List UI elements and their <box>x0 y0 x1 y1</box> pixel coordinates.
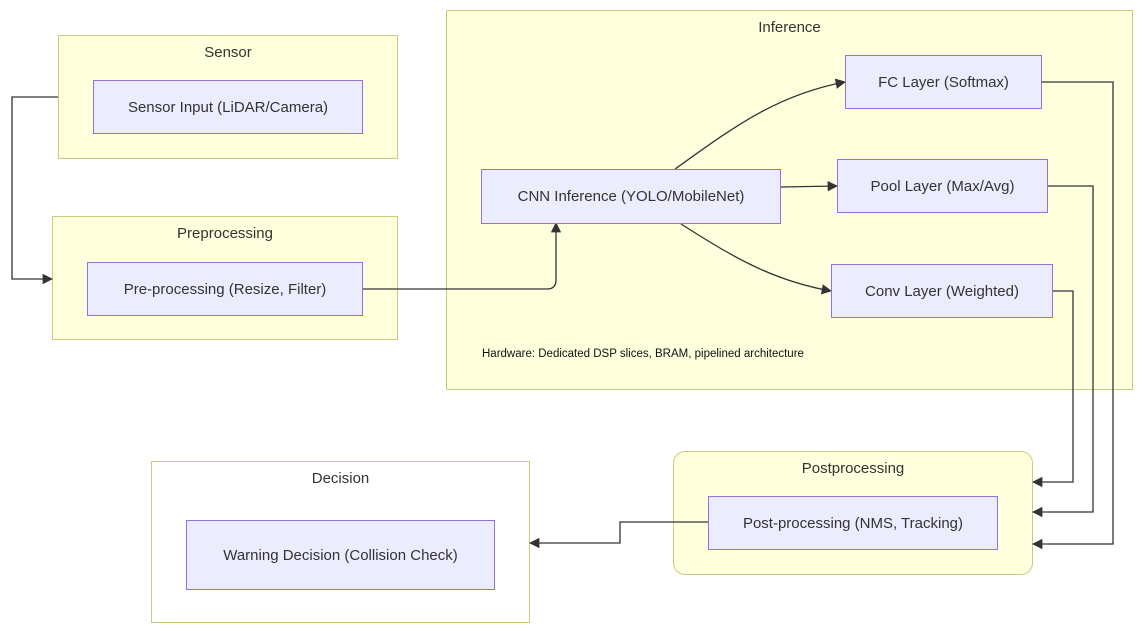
sensor-input-node[interactable]: Sensor Input (LiDAR/Camera) <box>93 80 363 134</box>
edge-fc-to-post <box>1031 81 1114 550</box>
fc-layer-node[interactable]: FC Layer (Softmax) <box>845 55 1042 109</box>
post-processing-node[interactable]: Post-processing (NMS, Tracking) <box>708 496 998 550</box>
warning-decision-node[interactable]: Warning Decision (Collision Check) <box>186 520 495 590</box>
pre-processing-node[interactable]: Pre-processing (Resize, Filter) <box>87 262 363 316</box>
edge-cnn-to-pool <box>780 180 839 192</box>
edge-preprocessing-to-cnn <box>363 221 562 290</box>
sensor-cluster-title: Sensor <box>204 44 252 61</box>
edge-pool-to-post <box>1031 185 1094 518</box>
cnn-inference-node[interactable]: CNN Inference (YOLO/MobileNet) <box>481 169 781 224</box>
pool-layer-node[interactable]: Pool Layer (Max/Avg) <box>837 159 1048 213</box>
edge-sensor-to-preprocessing <box>11 96 58 285</box>
edge-cnn-to-conv <box>680 223 833 295</box>
conv-layer-node[interactable]: Conv Layer (Weighted) <box>831 264 1053 318</box>
edge-conv-to-post <box>1031 290 1074 488</box>
hardware-note: Hardware: Dedicated DSP slices, BRAM, pi… <box>482 348 804 360</box>
postprocessing-cluster-title: Postprocessing <box>801 460 905 477</box>
edge-post-to-warning <box>528 521 708 549</box>
inference-cluster-title: Inference <box>758 19 821 36</box>
edge-cnn-to-fc <box>674 78 847 170</box>
preprocessing-cluster-title: Preprocessing <box>177 225 273 242</box>
decision-cluster-title: Decision <box>311 470 370 487</box>
